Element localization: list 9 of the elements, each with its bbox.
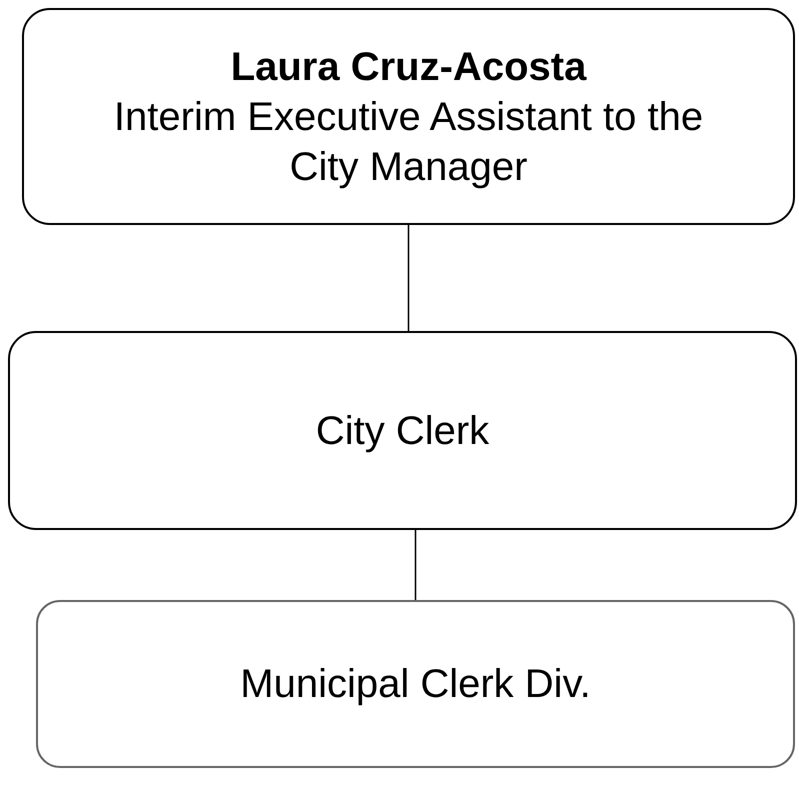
role-title: Municipal Clerk Div.	[240, 661, 591, 708]
role-title: City Clerk	[316, 408, 490, 454]
person-name: Laura Cruz-Acosta	[230, 44, 586, 90]
connector-line	[414, 530, 416, 600]
org-box	[8, 331, 797, 530]
org-box	[22, 8, 795, 225]
role-title: Interim Executive Assistant to the City Manager	[112, 94, 704, 190]
org-box	[36, 600, 795, 768]
connector-line	[408, 225, 410, 331]
